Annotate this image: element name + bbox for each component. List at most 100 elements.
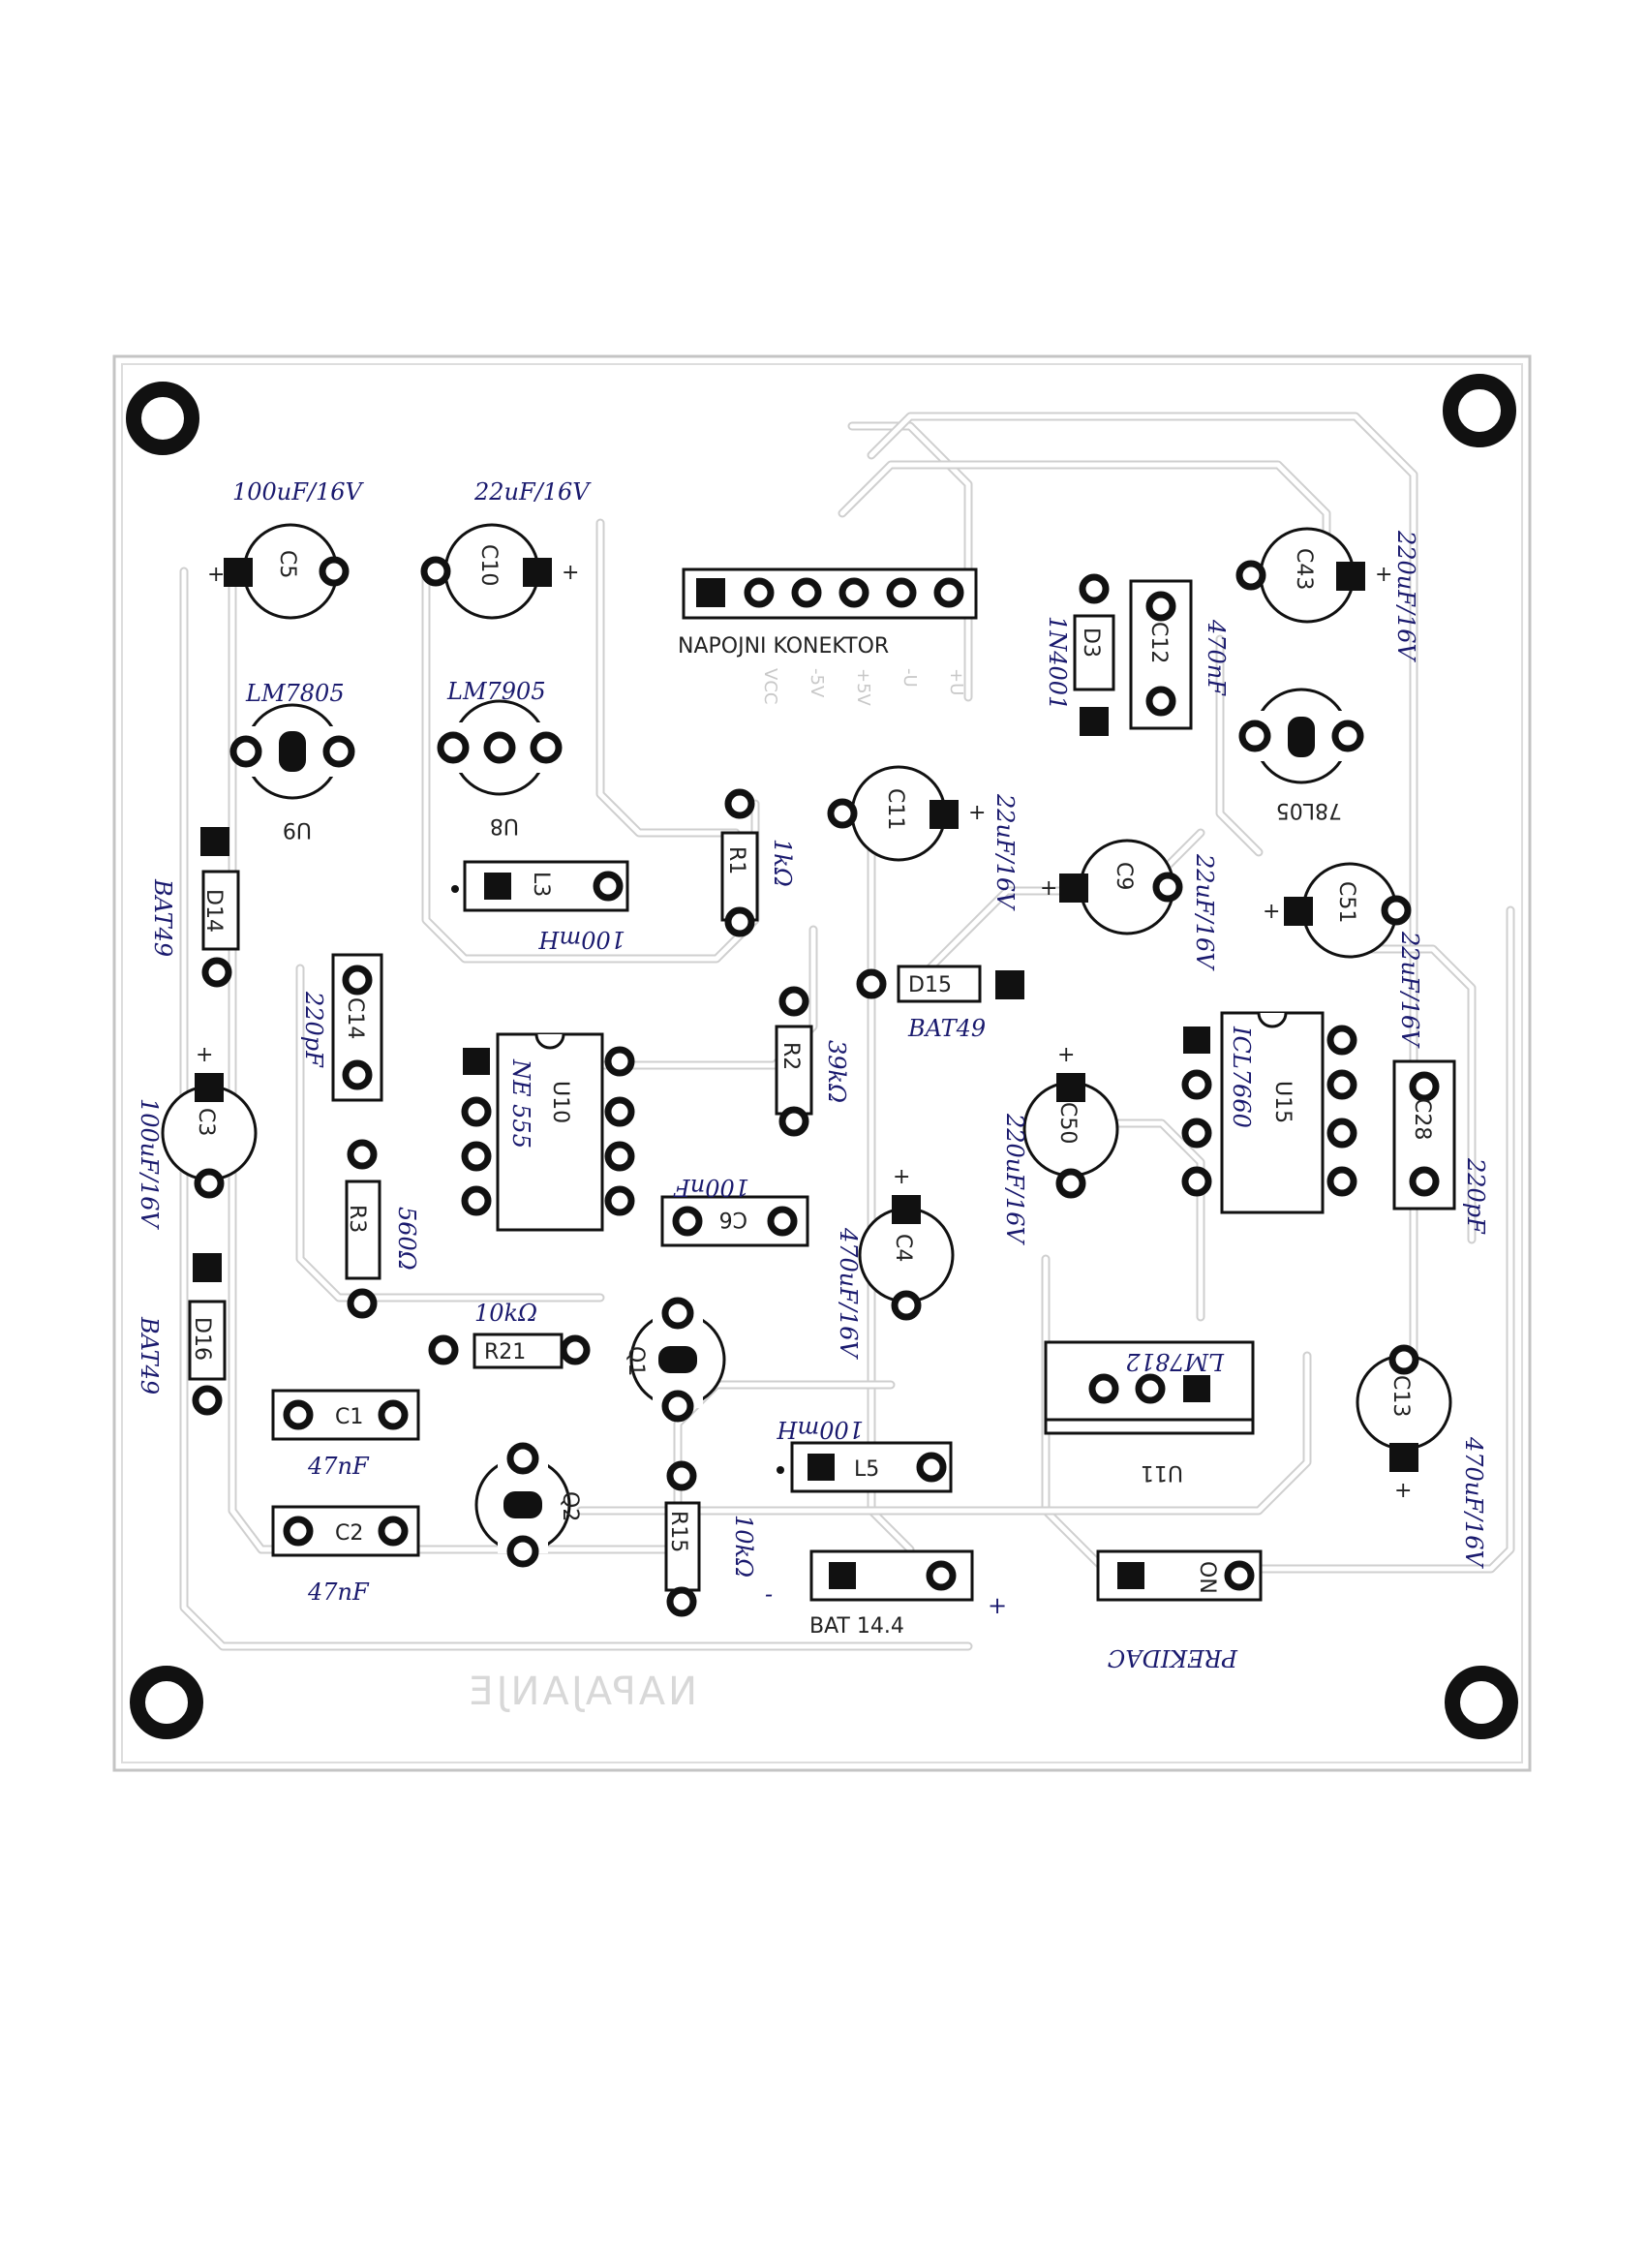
capacitor-c6: C6 100nF — [660, 1174, 809, 1247]
polarity-plus: + — [1263, 900, 1280, 924]
capacitor-c14: C14 220pF — [300, 953, 383, 1102]
capacitor-c51: + C51 22uF/16V — [1263, 862, 1423, 1049]
diode-d15: D15 BAT49 — [856, 965, 1024, 1042]
ref-label: D16 — [190, 1317, 214, 1361]
polarity-plus: + — [1375, 563, 1392, 587]
ref-label: Q1 — [624, 1346, 648, 1376]
polarity-plus: + — [1057, 1043, 1075, 1067]
diode-d14: D14 BAT49 — [149, 827, 240, 988]
inductor-l5: L5 100mH — [776, 1416, 953, 1493]
ic-u10: U10 NE 555 — [461, 1032, 635, 1232]
ic-u15: U15 ICL7660 — [1181, 1011, 1357, 1214]
ref-label: R1 — [724, 846, 748, 874]
ref-label: D14 — [201, 889, 226, 933]
value-label: 100nF — [673, 1174, 749, 1201]
regulator-u11: LM7812 U11 — [1044, 1340, 1255, 1485]
value-label: 100uF/16V — [232, 478, 365, 506]
mounting-hole-bottom-left — [130, 1666, 203, 1739]
value-label: 39kΩ — [823, 1040, 850, 1103]
ref-label: C12 — [1146, 622, 1171, 663]
mounting-hole-bottom-right — [1445, 1666, 1518, 1739]
polarity-plus: + — [893, 1165, 910, 1189]
ref-label: 78L05 — [1276, 798, 1342, 822]
connector-pin-label: -5V — [807, 668, 827, 698]
value-label: 100mH — [537, 926, 625, 953]
capacitor-c11: + C11 22uF/16V — [827, 765, 1019, 911]
switch-note: PREKIDAC — [1108, 1644, 1238, 1671]
resistor-r2: R2 39kΩ — [775, 986, 850, 1137]
ref-label: C11 — [883, 788, 907, 830]
value-label: LM7812 — [1125, 1348, 1225, 1375]
mirrored-bottom-label: NAPAJANJE — [466, 1670, 697, 1714]
ref-label: U9 — [283, 817, 312, 842]
value-label: 22uF/16V — [991, 793, 1019, 911]
ref-label: U15 — [1270, 1081, 1295, 1123]
value-label: 10kΩ — [730, 1515, 757, 1578]
mounting-hole-top-right — [1443, 374, 1516, 447]
value-label: 470uF/16V — [1460, 1436, 1487, 1570]
value-label: 220uF/16V — [1001, 1113, 1028, 1246]
value-label: 1N4001 — [1044, 616, 1071, 710]
power-switch: ON PREKIDAC — [1096, 1549, 1263, 1671]
polarity-plus: + — [1394, 1479, 1412, 1503]
value-label: 22uF/16V — [473, 478, 592, 506]
ref-label: L5 — [854, 1457, 879, 1482]
value-label: 470nF — [1203, 619, 1230, 696]
value-label: BAT49 — [907, 1015, 986, 1042]
capacitor-c9: + C9 22uF/16V — [1040, 839, 1218, 971]
diode-d3: D3 1N4001 — [1044, 573, 1115, 736]
ref-label: R15 — [666, 1511, 690, 1552]
ref-label: D15 — [908, 973, 952, 997]
ref-label: C6 — [719, 1207, 747, 1231]
value-label: 220pF — [1462, 1157, 1489, 1235]
ref-label: C3 — [194, 1108, 218, 1136]
regulator-u9: LM7805 U9 — [229, 680, 355, 842]
value-label: 47nF — [307, 1453, 370, 1480]
ref-label: R3 — [345, 1205, 369, 1233]
ref-label: U11 — [1141, 1460, 1183, 1485]
polarity-plus: + — [207, 563, 225, 587]
capacitor-c5: + C5 100uF/16V — [207, 478, 365, 620]
value-label: 220pF — [300, 991, 327, 1068]
value-label: LM7905 — [446, 678, 546, 705]
transistor-q2: Q2 — [474, 1442, 582, 1568]
value-label: ICL7660 — [1228, 1026, 1255, 1128]
capacitor-c28: C28 220pF — [1392, 1059, 1489, 1235]
value-label: 560Ω — [393, 1207, 420, 1271]
polarity-plus: + — [1040, 876, 1057, 901]
traces — [179, 412, 1515, 1651]
ref-label: C4 — [891, 1234, 915, 1262]
transistor-q1: Q1 — [624, 1297, 726, 1423]
ref-label: C10 — [476, 544, 501, 586]
capacitor-c43: + C43 220uF/16V — [1235, 527, 1419, 663]
ref-label: C28 — [1410, 1098, 1434, 1140]
capacitor-c3: + C3 100uF/16V — [136, 1043, 258, 1231]
value-label: 100uF/16V — [136, 1098, 163, 1231]
ref-label: C2 — [335, 1521, 363, 1546]
capacitor-c13: + C13 470uF/16V — [1356, 1344, 1487, 1570]
ref-label: C50 — [1055, 1102, 1080, 1144]
polarity-plus: + — [968, 801, 986, 825]
ref-label: C43 — [1292, 548, 1316, 590]
capacitor-c2: C2 47nF — [271, 1505, 420, 1606]
ref-label: C5 — [275, 550, 299, 578]
ref-label: C9 — [1112, 862, 1136, 890]
value-label: 470uF/16V — [835, 1227, 862, 1361]
connector-label: NAPOJNI KONEKTOR — [678, 634, 889, 659]
connector-pin-label: -U — [899, 668, 920, 688]
connector-pin-label: +U — [946, 668, 966, 695]
value-label: 22uF/16V — [1396, 931, 1423, 1049]
value-label: NE 555 — [507, 1058, 534, 1149]
diode-d16: D16 BAT49 — [136, 1253, 227, 1416]
value-label: 10kΩ — [474, 1300, 537, 1327]
connector-pin-label: +5V — [853, 668, 873, 707]
capacitor-c50: + C50 220uF/16V — [1001, 1043, 1119, 1246]
resistor-r3: R3 560Ω — [345, 1139, 420, 1319]
polarity-plus: + — [562, 561, 579, 585]
power-connector: NAPOJNI KONEKTOR VCC -5V +5V -U +U — [678, 567, 978, 707]
value-label: 1kΩ — [769, 839, 796, 887]
regulator-78l05: 78L05 — [1238, 688, 1364, 822]
value-label: 47nF — [307, 1578, 370, 1606]
